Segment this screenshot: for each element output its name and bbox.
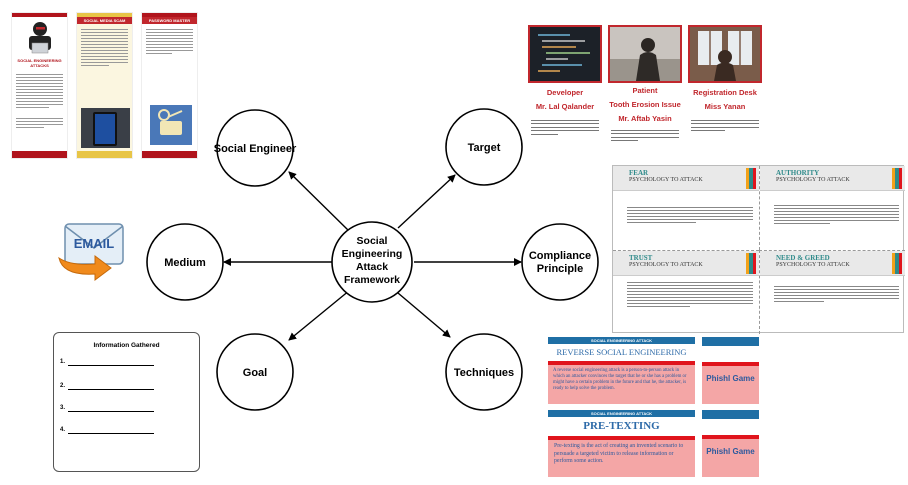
persona-1-role: Developer [546,88,584,97]
phishl-card-2: Phishl Game [702,410,759,477]
persona-2-issue: Tooth Erosion Issue [609,100,681,109]
persona-2-name: Mr. Aftab Yasin [618,114,672,123]
psych-card-authority: AUTHORITY PSYCHOLOGY TO ATTACK [759,166,905,250]
info-item-3: 3. [60,405,154,412]
email-icon-label: EMAIL [74,236,115,251]
info-card-title: Information Gathered [93,342,160,349]
node-target-label: Target [468,142,501,154]
color-stripes [892,253,902,274]
key-illustration [150,105,192,145]
psych-card-trust: TRUST PSYCHOLOGY TO ATTACK [613,250,759,334]
arrow-to-social-engineer [288,171,351,233]
brochure-3-text [142,24,197,59]
persona-1-description [528,111,602,135]
persona-1-name: Mr. Lal Qalander [535,102,595,111]
patient-photo [608,25,682,83]
color-stripes [746,168,756,189]
persona-3-role: Registration Desk [693,88,757,97]
brochure-1-title: SOCIAL ENGINEERING ATTACKS [17,58,62,68]
center-line-1: Social [357,235,388,247]
node-social-engineer-label: Social Engineer [214,143,297,155]
persona-3-description [688,111,762,131]
brochure-1-text [12,69,67,133]
node-target: Target [445,108,523,186]
brochure-3-title: PASSWORD MASTER [142,17,197,24]
node-medium-label: Medium [164,257,206,269]
info-item-2: 2. [60,383,154,390]
psych-card-fear: FEAR PSYCHOLOGY TO ATTACK [613,166,759,250]
game-card-pre-texting: SOCIAL ENGINEERING ATTACK PRE-TEXTING Pr… [548,410,695,477]
center-line-3: Attack [356,261,388,273]
node-compliance-principle: Compliance Principle [521,223,599,301]
node-medium: Medium [146,223,224,301]
game-card-2-band: SOCIAL ENGINEERING ATTACK [548,410,695,417]
psych-fear-title: FEAR [629,169,649,177]
persona-patient: Patient Tooth Erosion Issue Mr. Aftab Ya… [608,25,682,153]
node-goal-label: Goal [243,367,267,379]
node-social-engineer: Social Engineer [214,109,297,187]
node-techniques: Techniques [445,333,523,411]
color-stripes [746,253,756,274]
psych-card-need-greed: NEED & GREED PSYCHOLOGY TO ATTACK [759,250,905,334]
persona-registration-desk: Registration Desk Miss Yanan [688,25,762,153]
phishl-card-1: Phishl Game [702,337,759,404]
persona-2-description [608,123,682,141]
psych-need-greed-title: NEED & GREED [776,254,830,262]
node-goal: Goal [216,333,294,411]
game-card-2-title: PRE-TEXTING [548,417,695,436]
brochure-2-title: SOCIAL MEDIA SCAM [77,17,132,24]
game-card-reverse-social-engineering: SOCIAL ENGINEERING ATTACK REVERSE SOCIAL… [548,337,695,404]
persona-developer: Developer Mr. Lal Qalander [528,25,602,153]
email-icon: EMAIL [55,218,133,282]
game-card-2-body: Pre-texting is the act of creating an in… [554,443,684,464]
arrow-to-goal [288,289,351,341]
hacker-illustration [12,17,67,57]
brochure-2-text [77,24,132,71]
psych-trust-subtitle: PSYCHOLOGY TO ATTACK [629,262,703,268]
center-line-4: Framework [344,274,400,286]
center-node: Social Engineering Attack Framework [331,221,413,303]
node-techniques-label: Techniques [454,367,514,379]
psych-need-greed-subtitle: PSYCHOLOGY TO ATTACK [776,262,850,268]
phishl-card-2-label: Phishl Game [706,447,755,456]
arrow-to-techniques [397,292,451,338]
node-compliance-label-1: Compliance [529,250,591,262]
arrow-to-target [397,174,456,229]
info-item-1: 1. [60,359,154,366]
psych-fear-subtitle: PSYCHOLOGY TO ATTACK [629,177,703,183]
brochure-password-master: PASSWORD MASTER [141,12,198,159]
persona-3-name: Miss Yanan [704,102,746,111]
psych-authority-title: AUTHORITY [776,169,820,177]
developer-photo [528,25,602,83]
game-card-1-band: SOCIAL ENGINEERING ATTACK [548,337,695,344]
information-gathered-card: Information Gathered 1. 2. 3. 4. [53,332,200,472]
color-stripes [892,168,902,189]
info-item-4: 4. [60,427,154,434]
psych-trust-title: TRUST [629,254,653,262]
phone-photo [81,108,130,148]
psych-authority-subtitle: PSYCHOLOGY TO ATTACK [776,177,850,183]
brochure-social-media-scam: SOCIAL MEDIA SCAM [76,12,133,159]
game-card-1-body: A reverse social engineering attack is a… [553,368,687,391]
brochure-social-engineering: SOCIAL ENGINEERING ATTACKS [11,12,68,159]
phishl-card-1-label: Phishl Game [706,374,755,383]
game-card-1-title: REVERSE SOCIAL ENGINEERING [548,344,695,361]
center-line-2: Engineering [342,248,403,260]
registration-photo [688,25,762,83]
node-compliance-label-2: Principle [537,263,583,275]
persona-2-role: Patient [632,86,658,95]
psychology-to-attack-grid: FEAR PSYCHOLOGY TO ATTACK AUTHORITY PSYC… [612,165,905,334]
diagram-connectors [223,171,522,341]
